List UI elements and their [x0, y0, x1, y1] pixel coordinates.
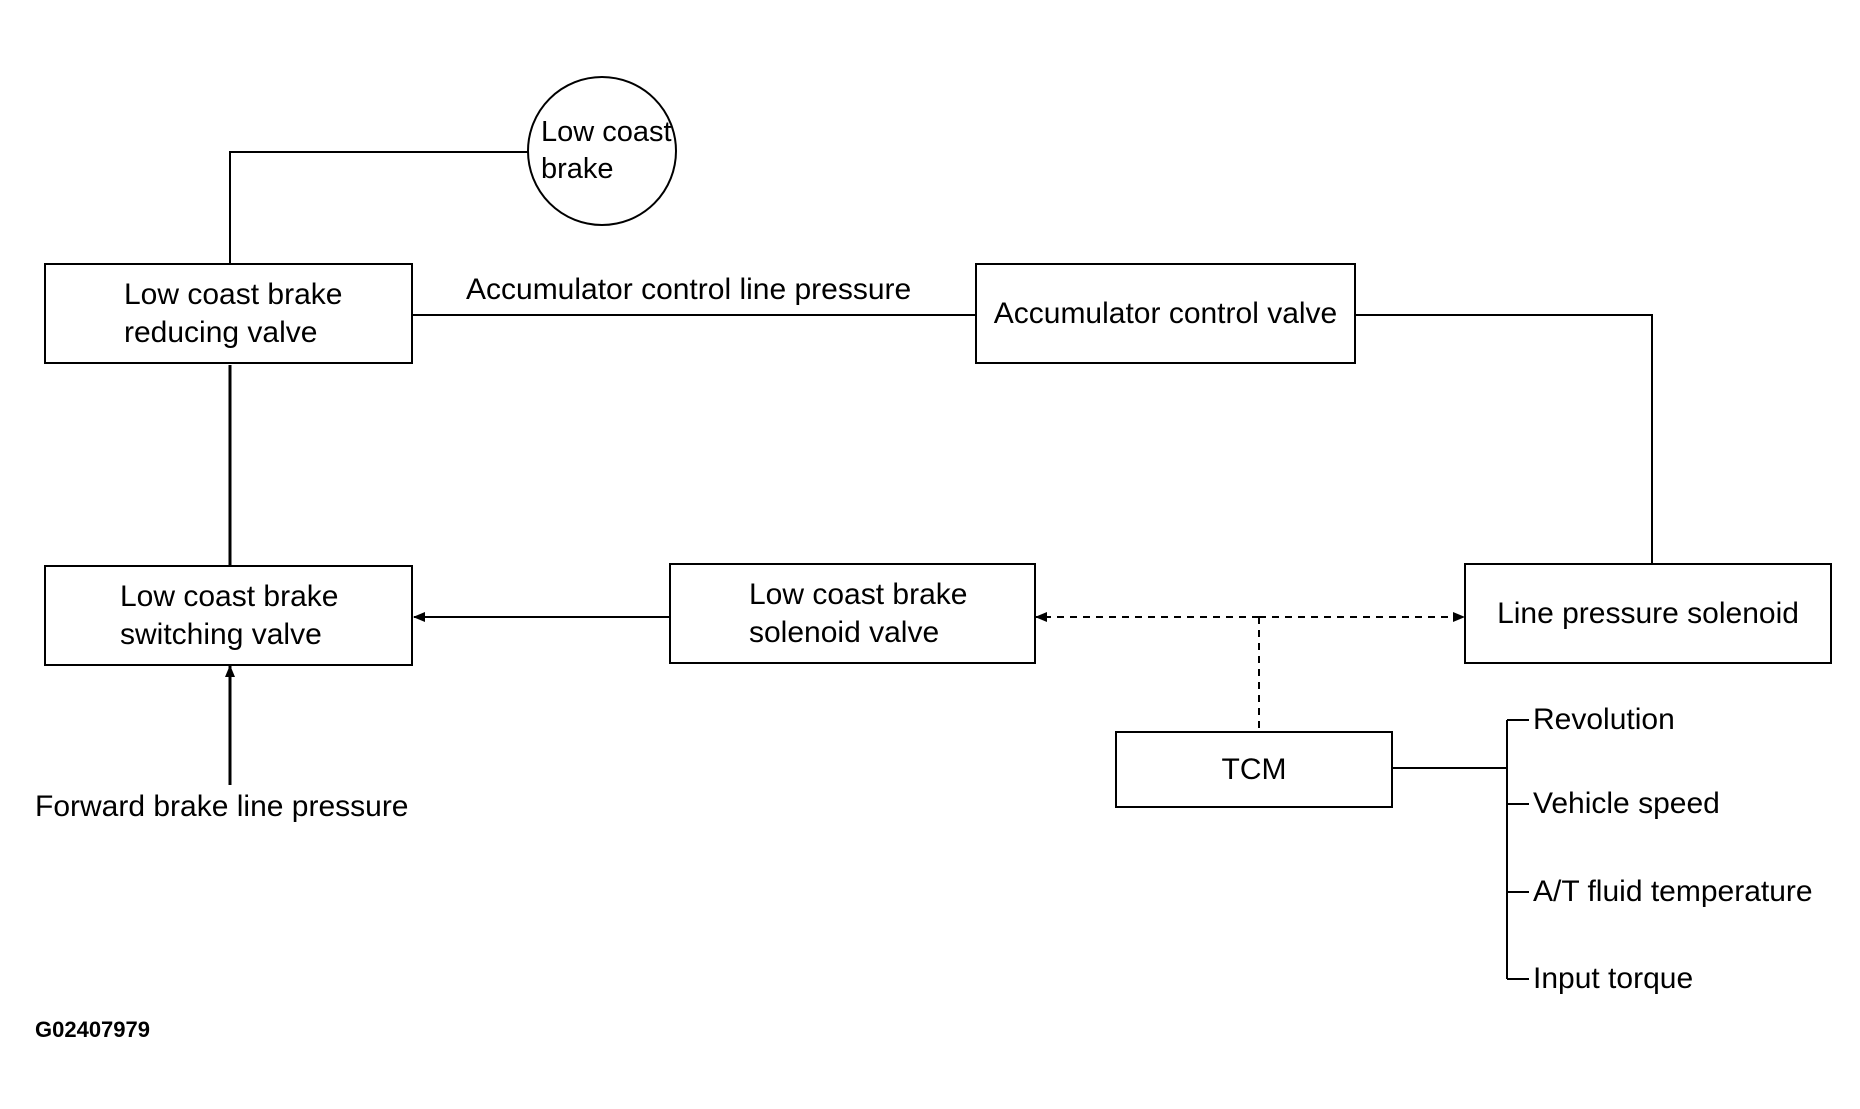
tcm-input-torque: Input torque: [1533, 962, 1694, 995]
line-pressure-solenoid-label: Line pressure solenoid: [1497, 596, 1799, 630]
low-coast-brake-line1: Low coast: [541, 116, 672, 148]
figure-id: G02407979: [35, 1017, 150, 1042]
tcm-input-revolution: Revolution: [1533, 703, 1675, 736]
reducing-valve-line2: reducing valve: [124, 315, 318, 349]
line-reducing-to-brake: [229, 151, 528, 266]
tcm-box: TCM: [1115, 731, 1393, 808]
accumulator-control-valve-label: Accumulator control valve: [993, 296, 1338, 330]
solenoid-valve-box: Low coast brake solenoid valve: [669, 563, 1036, 664]
forward-brake-line-pressure-label: Forward brake line pressure: [35, 790, 409, 823]
reducing-valve-line1: Low coast brake: [124, 277, 343, 311]
tcm-input-vehicle-speed: Vehicle speed: [1533, 787, 1720, 820]
tcm-input-fluid-temperature: A/T fluid temperature: [1533, 875, 1813, 908]
reducing-valve-box: Low coast brake reducing valve: [44, 263, 413, 364]
solenoid-valve-line2: solenoid valve: [749, 615, 940, 649]
line-pressure-solenoid-box: Line pressure solenoid: [1464, 563, 1832, 664]
accumulator-line-pressure-label: Accumulator control line pressure: [466, 273, 912, 306]
line-accumulator-to-solenoid: [1356, 314, 1653, 565]
switching-valve-line1: Low coast brake: [120, 579, 339, 613]
switching-valve-box: Low coast brake switching valve: [44, 565, 413, 666]
solenoid-valve-line1: Low coast brake: [749, 577, 968, 611]
low-coast-brake-circle: Low coast brake: [527, 76, 677, 226]
tcm-label: TCM: [1221, 752, 1287, 786]
low-coast-brake-line2: brake: [541, 153, 614, 185]
accumulator-control-valve-box: Accumulator control valve: [975, 263, 1356, 364]
switching-valve-line2: switching valve: [120, 617, 322, 651]
